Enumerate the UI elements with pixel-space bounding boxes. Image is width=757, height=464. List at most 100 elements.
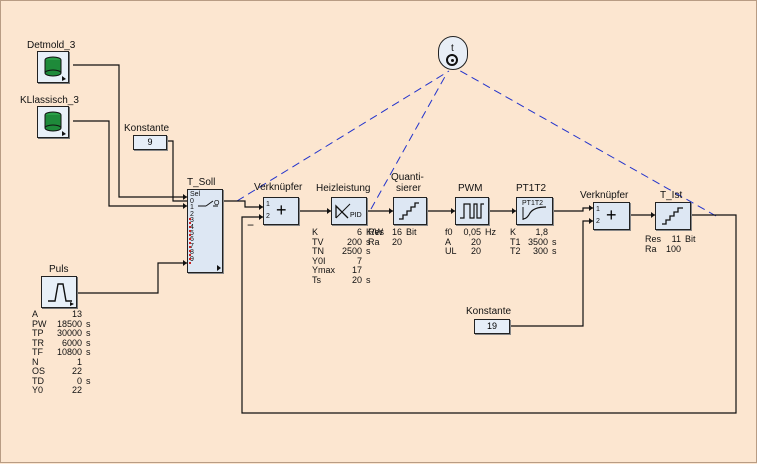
step-response-icon <box>522 206 547 220</box>
param-name: T2 <box>510 246 521 256</box>
tsoll-red-bus <box>189 218 193 264</box>
sum2-in1: 1 <box>596 206 600 213</box>
selector-port-label: 1 <box>190 204 194 212</box>
param-unit: s <box>366 274 371 285</box>
pwm-block[interactable] <box>455 197 489 225</box>
param-name: K <box>312 227 319 237</box>
param-value: 17 <box>351 265 362 275</box>
param-name: T1 <box>510 236 521 247</box>
konst2-block[interactable]: 19 <box>474 319 510 334</box>
param-name: N <box>32 356 39 367</box>
clock-block[interactable]: t <box>438 36 468 70</box>
param-name: K <box>510 227 517 237</box>
pid-icon: PID <box>335 203 362 219</box>
selector-port-label: 8 <box>190 249 194 257</box>
selector-port-label: 5 <box>190 230 194 237</box>
pt-inner-label: PT1T2 <box>522 200 544 207</box>
heiz-label: Heizleistung <box>316 183 371 194</box>
heiz-block[interactable]: PID <box>331 197 367 225</box>
param-value: 16 <box>391 227 402 237</box>
konst2-label: Konstante <box>466 306 512 317</box>
param-unit: s <box>86 318 91 329</box>
staircase-icon <box>662 207 683 225</box>
selector-port-label: 6 <box>190 236 194 244</box>
sum1-label: Verknüpfer <box>254 182 303 193</box>
quant-block[interactable] <box>393 197 427 225</box>
sum1-block[interactable]: 1 2 + <box>263 197 299 225</box>
staircase-icon <box>399 202 419 220</box>
pwm-label: PWM <box>458 183 483 194</box>
quant-label-2: sierer <box>396 183 422 194</box>
quant-label-1: Quanti- <box>391 172 424 183</box>
svg-text:PID: PID <box>350 212 362 219</box>
selector-port-label: 9 <box>190 255 194 263</box>
konst1-label: Konstante <box>124 123 170 134</box>
sum1-in1: 1 <box>266 201 270 208</box>
param-value: 300 <box>532 246 548 256</box>
pt-block[interactable]: PT1T2 <box>516 197 553 225</box>
selector-port-label: 2 <box>190 210 194 218</box>
tsoll-sel-label: Sel <box>190 191 201 198</box>
param-name: Ts <box>312 274 321 285</box>
param-value: 1 <box>76 356 82 367</box>
param-name: A <box>32 309 39 319</box>
param-unit: s <box>86 328 91 338</box>
puls-block[interactable] <box>41 276 77 308</box>
param-value: 20 <box>470 246 481 256</box>
param-value: 18500 <box>56 318 82 329</box>
param-name: TD <box>32 375 44 386</box>
param-unit <box>82 358 86 368</box>
pwm-icon <box>460 203 484 219</box>
param-name: TF <box>32 347 43 357</box>
sum1-minus: − <box>247 218 255 232</box>
konst1-block[interactable]: 9 <box>133 135 167 150</box>
param-unit: Bit <box>406 227 417 237</box>
selector-port-label: 7 <box>190 242 194 250</box>
param-unit <box>82 386 86 396</box>
param-unit: s <box>86 375 91 386</box>
param-unit: Bit <box>685 234 696 244</box>
param-unit <box>481 238 485 248</box>
detmold-source-block[interactable] <box>37 51 69 83</box>
clock-label: t <box>451 43 454 54</box>
param-name: Res <box>645 234 662 244</box>
plus-icon: + <box>606 205 617 225</box>
param-name: Y0 <box>32 385 44 395</box>
tsoll-label: T_Soll <box>187 177 216 188</box>
param-name: Y0I <box>312 255 326 266</box>
param-value: 6000 <box>61 337 82 348</box>
param-value: 2500 <box>341 246 362 256</box>
tist-block[interactable] <box>655 202 691 230</box>
param-unit <box>402 238 406 248</box>
output-arrow-icon <box>217 265 221 271</box>
sum2-label: Verknüpfer <box>580 190 629 201</box>
klassisch-source-block[interactable] <box>37 106 69 138</box>
tsoll-out-label: O <box>214 200 220 207</box>
clock-icon <box>446 54 458 66</box>
sum2-block[interactable]: 1 2 + <box>593 202 630 230</box>
switch-icon <box>198 200 218 207</box>
param-value: 0 <box>76 375 82 386</box>
clock-line-tsoll <box>236 70 450 202</box>
param-unit: K/W <box>366 227 383 237</box>
param-name: TP <box>32 328 44 338</box>
param-value: 200 <box>346 236 362 247</box>
